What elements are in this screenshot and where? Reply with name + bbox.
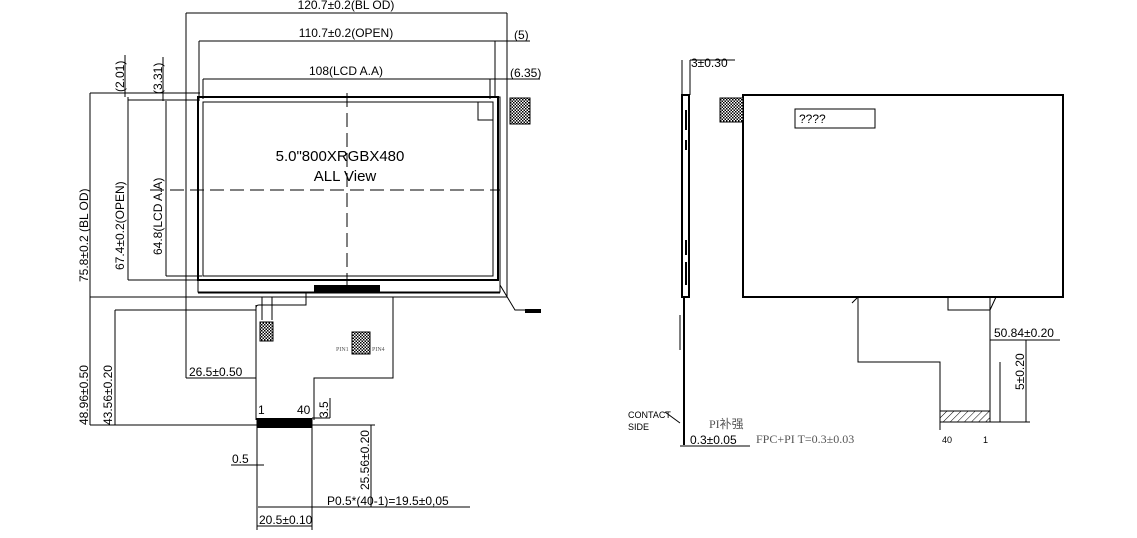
dim-48-96: 48.96±0.50 [77, 365, 91, 425]
fpc-component [259, 321, 274, 342]
dim-lcd-aa-width: 108(LCD A.A) [309, 64, 383, 78]
dim-0-5: 0.5 [232, 452, 249, 466]
back-fpc [851, 296, 997, 422]
dim-open-height: 67.4±0.2(OPEN) [113, 181, 127, 270]
dim-3-5: 3.5 [317, 401, 331, 418]
dim-bl-od-width: 120.7±0.2(BL OD) [298, 0, 395, 12]
dim-5: 5±0.20 [1013, 353, 1027, 390]
dim-left-3-31: (3.31) [151, 63, 165, 94]
label-box-text: ???? [799, 112, 826, 126]
dim-43-56: 43.56±0.20 [101, 365, 115, 425]
label-box [794, 108, 876, 129]
glass-outline [197, 96, 501, 293]
contact-leader [664, 411, 681, 424]
back-outline [742, 94, 1064, 298]
dim-26-5: 26.5±0.50 [189, 365, 243, 379]
dim-20-5: 20.5±0.10 [259, 513, 313, 527]
side-profile [681, 94, 690, 298]
dim-line-open-height [127, 97, 200, 281]
dim-right-6-35: (6.35) [510, 66, 541, 80]
dim-open-width: 110.7±0.2(OPEN) [299, 26, 393, 40]
dim-line-bl-od [185, 12, 508, 378]
dim-50-84: 50.84±0.20 [994, 326, 1054, 340]
side-ext-lines [681, 60, 691, 95]
back-pin-last: 40 [942, 435, 952, 445]
dim-bl-od-height: 75.8±0.2 (BL OD) [77, 188, 91, 282]
leader-label-mark [525, 309, 541, 313]
side-view: 3±0.30 CONTACT SIDE PI补强 FPC+PI T=0.3±0.… [628, 56, 854, 447]
contact-pads [257, 418, 312, 428]
back-dim-lines [939, 339, 1060, 430]
corner-mark [477, 101, 494, 121]
pi-stiffener-label: PI补强 [709, 417, 744, 431]
back-tab [719, 97, 744, 123]
pin1-label: PIN1 [336, 347, 349, 353]
fpc-outline [255, 292, 394, 420]
dim-line-open [198, 40, 530, 99]
dim-25-56: 25.56±0.20 [358, 430, 372, 490]
dim-lcd-aa-height: 64.8(LCD A.A) [151, 178, 165, 255]
dim-pitch: P0.5*(40-1)=19.5±0,05 [327, 494, 449, 508]
backlight-tab [509, 97, 531, 125]
dim-line-lcd-aa [202, 78, 540, 99]
dim-thickness: 3±0.30 [691, 56, 728, 70]
front-view: 120.7±0.2(BL OD) 110.7±0.2(OPEN) 108(LCD… [77, 0, 541, 530]
fpc-connector [351, 331, 371, 355]
panel-outline [197, 96, 499, 281]
contact-side-line2: SIDE [628, 422, 649, 432]
dim-line-left-small [124, 55, 164, 101]
leader-line [499, 284, 525, 311]
contact-side-line1: CONTACT [628, 410, 671, 420]
driver-ic [314, 285, 380, 293]
panel-title: 5.0"800XRGBX480 [276, 148, 405, 165]
back-contact-pads [939, 410, 991, 423]
dim-right-5: (5) [514, 28, 529, 42]
fpc-pi-thickness: FPC+PI T=0.3±0.03 [756, 432, 854, 446]
active-area [202, 101, 494, 277]
panel-subtitle: ALL View [314, 168, 377, 185]
dim-left-2-01: (2.01) [113, 61, 127, 92]
dim-line-48-96 [89, 297, 375, 426]
dim-line-bl-od-height [89, 92, 507, 298]
fpc-tail [256, 417, 470, 530]
pin4-label: PIN4 [372, 347, 385, 353]
pin-last: 40 [297, 403, 311, 417]
back-view: ???? 50.84±0.20 5±0.20 40 1 [719, 94, 1064, 445]
dim-line-lcd-aa-height [165, 101, 202, 277]
back-pin-first: 1 [983, 435, 988, 445]
dim-0-3: 0.3±0.05 [690, 433, 737, 447]
fpc-traces [255, 297, 273, 420]
dim-line-43-56 [114, 309, 256, 425]
pin-first: 1 [258, 403, 265, 417]
